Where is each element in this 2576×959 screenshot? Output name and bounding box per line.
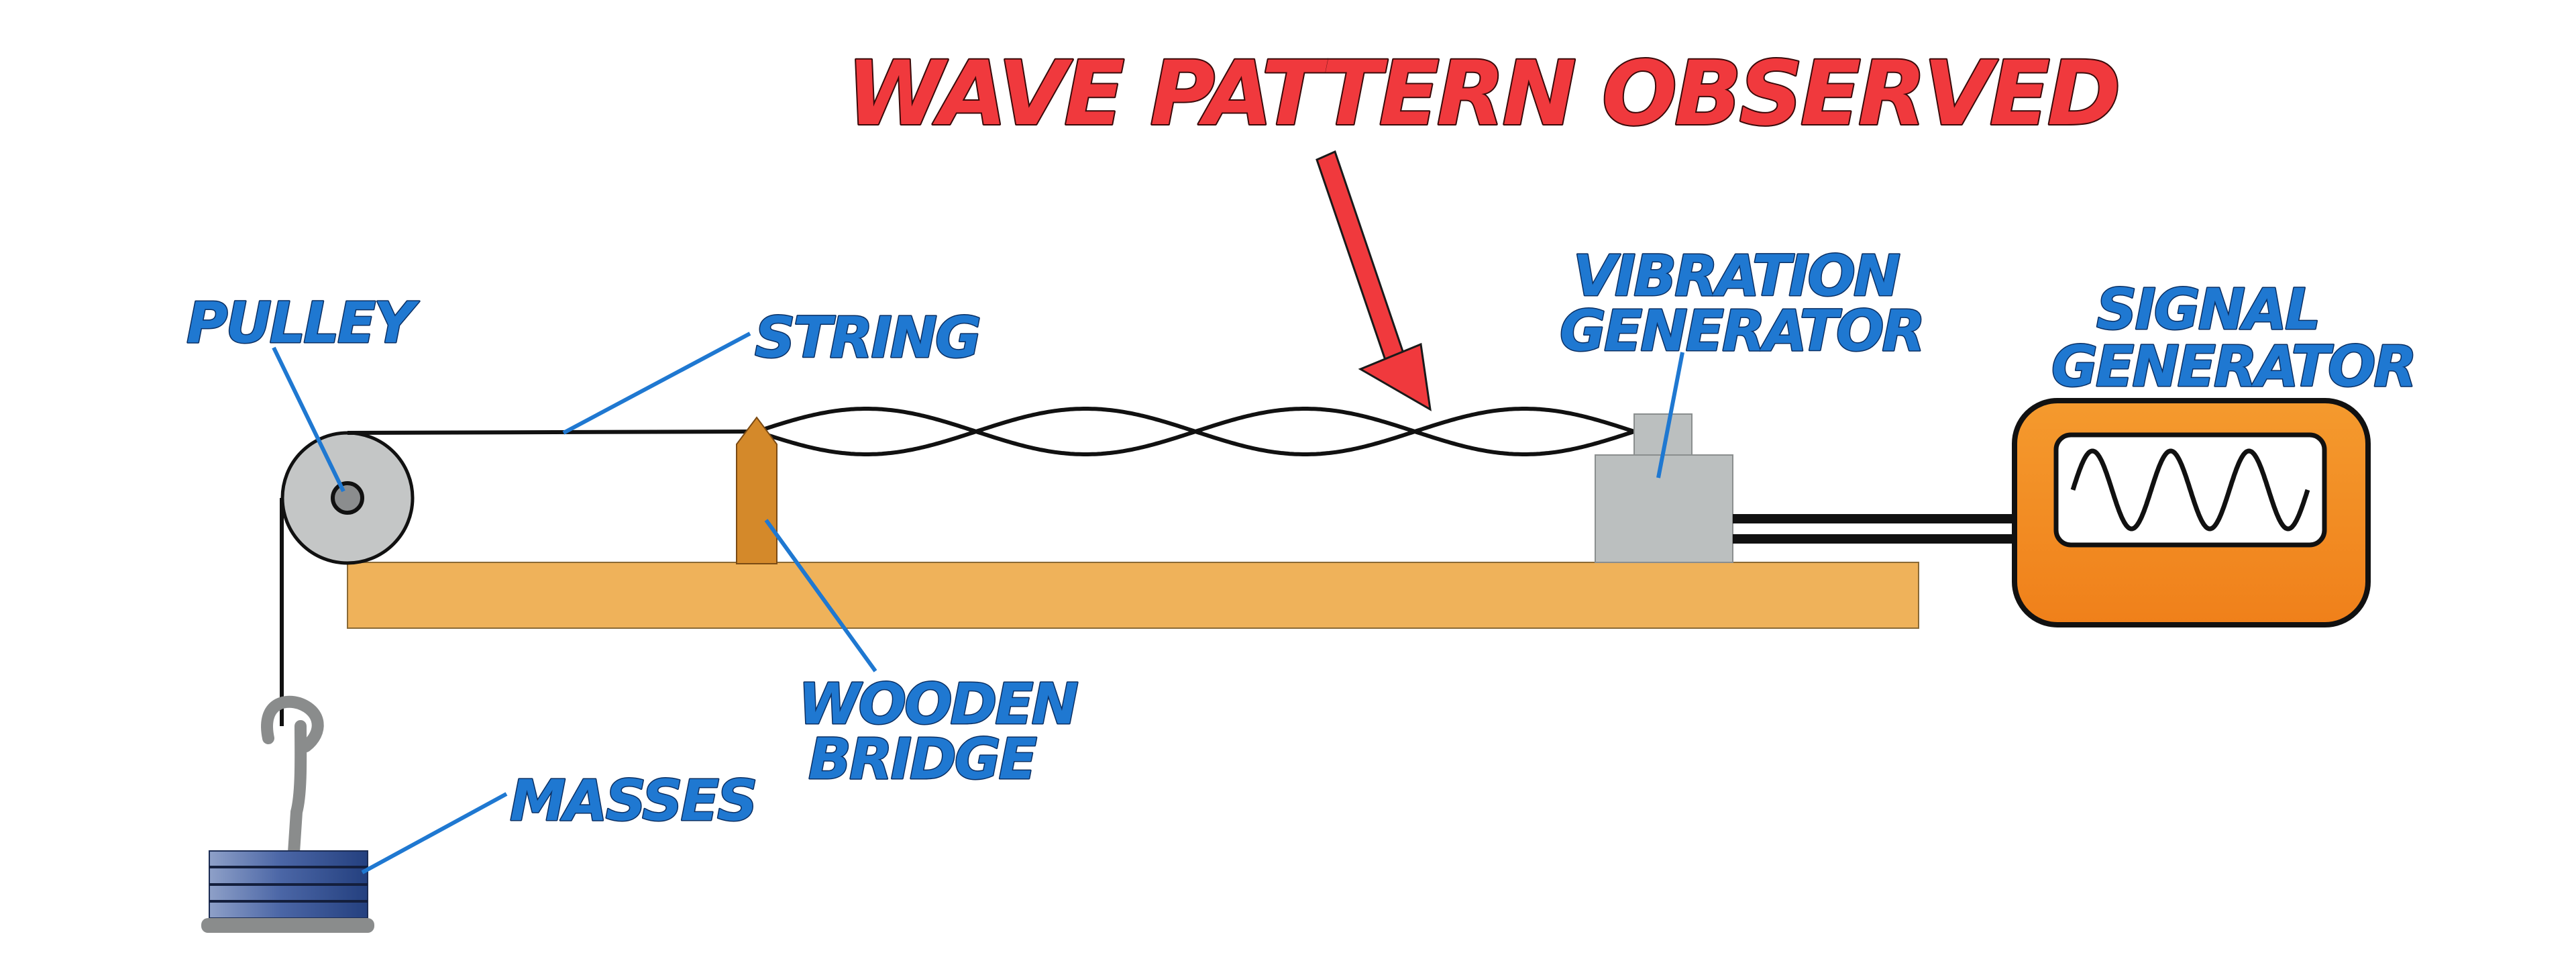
connection-cables — [1733, 514, 2016, 544]
standing-wave — [756, 407, 1635, 456]
string-label: STRING — [755, 305, 979, 370]
masses-leader — [361, 792, 508, 874]
title-arrow — [1316, 150, 1432, 411]
pulley-label: PULLEY — [186, 290, 419, 356]
sine-wave-display — [2070, 448, 2310, 532]
wooden-bridge-label-line2: BRIDGE — [808, 726, 1037, 792]
signal-generator-label-line2: GENERATOR — [2051, 334, 2415, 399]
masses-label: MASSES — [510, 768, 755, 834]
vibrator-leader — [1656, 352, 1684, 478]
signal-generator-label-line1: SIGNAL — [2096, 276, 2319, 342]
pulley-leader — [272, 346, 345, 493]
masses-stack — [201, 850, 374, 933]
pulley — [280, 431, 415, 565]
vibration-generator-label-line1: VIBRATION — [1573, 243, 1900, 309]
diagram-title: WAVE PATTERN OBSERVED — [847, 42, 2118, 146]
leader-lines — [272, 332, 1684, 874]
wooden-bridge-label-line1: WOODEN — [798, 671, 1078, 737]
vibration-generator — [1595, 413, 1733, 563]
string-leader — [562, 332, 751, 435]
bridge-leader — [764, 519, 877, 672]
signal-generator — [2012, 398, 2371, 627]
string-straight — [347, 430, 757, 435]
wooden-bench — [347, 562, 1919, 629]
wave-envelope-lower — [756, 407, 1635, 456]
vibration-generator-label-line2: GENERATOR — [1560, 298, 1923, 364]
wooden-bridge — [736, 416, 777, 564]
mass-hanger-hook — [261, 695, 324, 858]
